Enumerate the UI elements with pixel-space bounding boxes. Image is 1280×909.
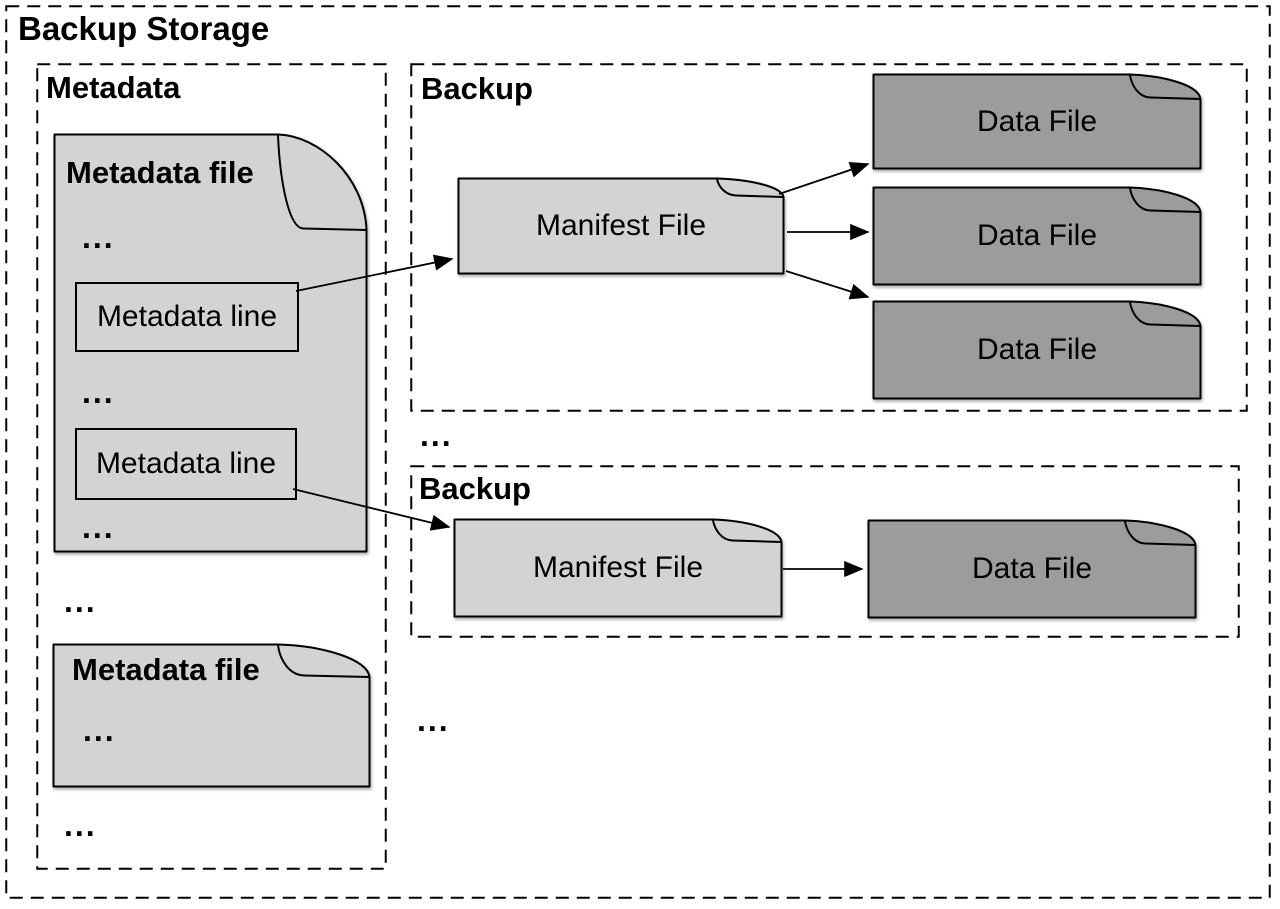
manifest-file-2: Manifest File [453,518,783,618]
metadata-line-1-label: Metadata line [96,300,278,333]
manifest-file-1-label: Manifest File [535,209,707,242]
data-file-1-label: Data File [976,104,1098,138]
metadata-section-bottom-ellipsis: ... [64,807,97,843]
manifest-file-1: Manifest File [457,177,785,275]
data-file-2: Data File [872,186,1202,286]
data-file-1: Data File [872,73,1202,170]
metadata-file-2: Metadata file ... [52,643,371,788]
data-file-2-label: Data File [976,219,1098,252]
metadata-line-1: Metadata line [75,282,299,352]
metadata-line-2: Metadata line [75,428,297,500]
backup-section-top-label: Backup [421,71,533,106]
backup-storage-title: Backup Storage [18,10,270,47]
backups-ellipsis: ... [420,417,453,453]
metadata-file-1-ellipsis-1: ... [82,219,115,255]
metadata-file-1: Metadata file ... Metadata line ... Meta… [53,133,368,553]
data-file-4: Data File [867,519,1197,619]
data-file-3-label: Data File [976,333,1098,366]
backup-section-bottom-label: Backup [419,471,531,506]
data-file-3: Data File [872,300,1202,400]
metadata-file-1-title: Metadata file [66,155,254,190]
metadata-file-2-title: Metadata file [72,652,260,687]
bottom-ellipsis: ... [417,702,450,738]
metadata-file-1-ellipsis-3: ... [82,509,115,545]
data-file-4-label: Data File [971,552,1093,585]
metadata-file-1-ellipsis-2: ... [82,374,115,410]
manifest-file-2-label: Manifest File [532,551,704,584]
metadata-section-label: Metadata [46,70,181,105]
metadata-line-2-label: Metadata line [95,447,277,480]
metadata-file-2-ellipsis: ... [83,712,116,748]
metadata-files-ellipsis: ... [64,583,97,619]
